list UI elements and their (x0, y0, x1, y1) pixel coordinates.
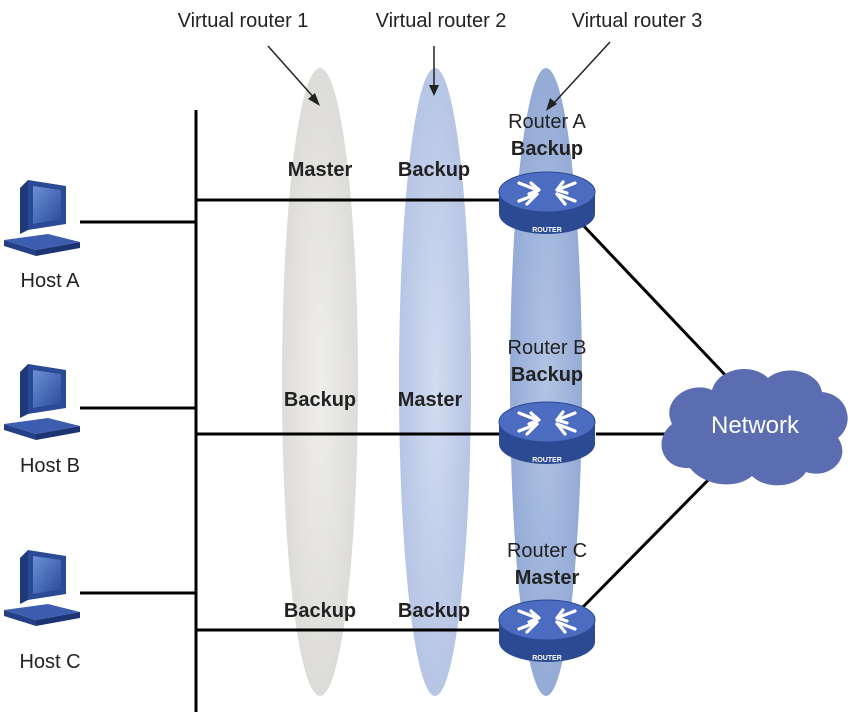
host-b: Host B (4, 364, 80, 477)
router-b-badge: ROUTER (532, 457, 562, 464)
router-a: Router A Backup ROUTER (497, 111, 597, 236)
network-cloud-shape (661, 368, 848, 486)
virtual-router-1-arrow (267, 45, 320, 106)
router-c-vr2-role: Backup (398, 600, 470, 622)
router-b-vr1-role: Backup (284, 389, 356, 411)
virtual-router-3-label: Virtual router 3 (572, 10, 703, 32)
host-c-label: Host C (19, 651, 80, 673)
router-c-name: Router C (507, 540, 587, 562)
router-c: Router C Master ROUTER (497, 540, 597, 664)
network-label: Network (711, 412, 800, 439)
router-b-icon (497, 400, 597, 466)
host-a-icon (4, 180, 80, 256)
router-b-name: Router B (508, 337, 587, 359)
virtual-router-2-arrow (429, 46, 439, 96)
router-b: Router B Backup ROUTER (497, 337, 597, 466)
router-a-icon (497, 170, 597, 236)
router-c-network-link (580, 468, 720, 610)
host-b-icon (4, 364, 80, 440)
router-a-badge: ROUTER (532, 227, 562, 234)
virtual-router-2-label: Virtual router 2 (376, 10, 507, 32)
router-c-vr3-role: Master (515, 567, 580, 589)
router-a-name: Router A (508, 111, 586, 133)
router-b-vr2-role: Master (398, 389, 463, 411)
router-c-icon (497, 598, 597, 664)
router-a-network-link (578, 220, 730, 380)
virtual-router-1-label: Virtual router 1 (178, 10, 309, 32)
host-b-label: Host B (20, 455, 80, 477)
virtual-router-2-ellipse (399, 68, 471, 696)
host-c-icon (4, 550, 80, 626)
router-a-vr2-role: Backup (398, 159, 470, 181)
virtual-router-1-ellipse (282, 68, 358, 696)
host-a-label: Host A (21, 270, 81, 292)
host-a: Host A (4, 180, 80, 292)
router-c-badge: ROUTER (532, 655, 562, 662)
virtual-router-3-arrow (546, 41, 611, 111)
host-c: Host C (4, 550, 81, 673)
network-cloud: Network (661, 368, 848, 486)
router-a-vr3-role: Backup (511, 138, 583, 160)
router-c-vr1-role: Backup (284, 600, 356, 622)
router-b-vr3-role: Backup (511, 364, 583, 386)
router-a-vr1-role: Master (288, 159, 353, 181)
